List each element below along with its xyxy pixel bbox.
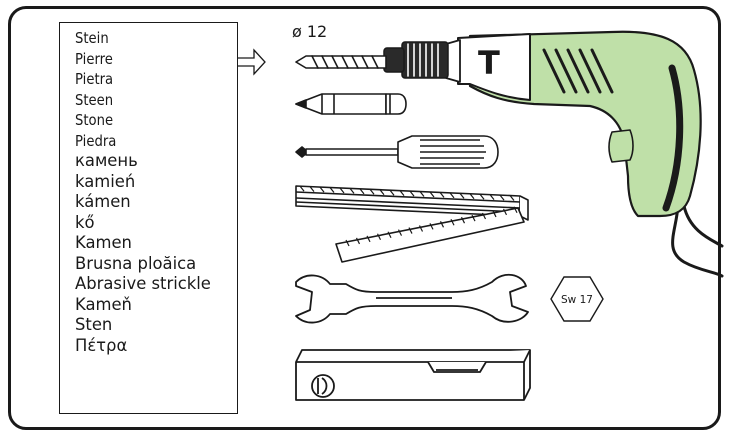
material-list-box: Stein Pierre Pietra Steen Stone Piedra к… [59,22,238,414]
material-item: Steen [75,90,114,109]
drill-icon: T [295,30,724,278]
wrench-icon [295,273,529,324]
material-list: Stein Pierre Pietra Steen Stone Piedra к… [75,28,211,356]
wrench-size-hexagon: Sw 17 [550,276,604,322]
material-item: Pierre [75,49,113,68]
material-item: kő [75,212,95,232]
material-item: Stone [75,111,114,129]
material-item: kámen [75,192,131,211]
material-item: Kamen [75,233,132,252]
material-item: Stein [75,29,109,47]
material-item: камень [75,151,138,170]
spirit-level-icon [295,349,531,401]
material-item: Piedra [75,131,117,150]
drill-bit-size-label: ø 12 [292,22,328,41]
folding-rule-icon [295,185,529,263]
material-item: Πέτρα [75,335,128,355]
material-item: Kameň [75,294,132,314]
drill-mode-letter: T [478,44,500,82]
wrench-size-label: Sw 17 [561,294,593,306]
material-item: kamień [75,171,136,191]
material-item: Abrasive strickle [75,274,211,293]
material-item: Brusna ploăica [75,253,197,273]
arrow-icon [238,48,266,76]
pencil-icon [295,93,407,115]
material-item: Pietra [75,70,114,88]
material-item: Sten [75,315,113,334]
screwdriver-icon [295,135,499,169]
